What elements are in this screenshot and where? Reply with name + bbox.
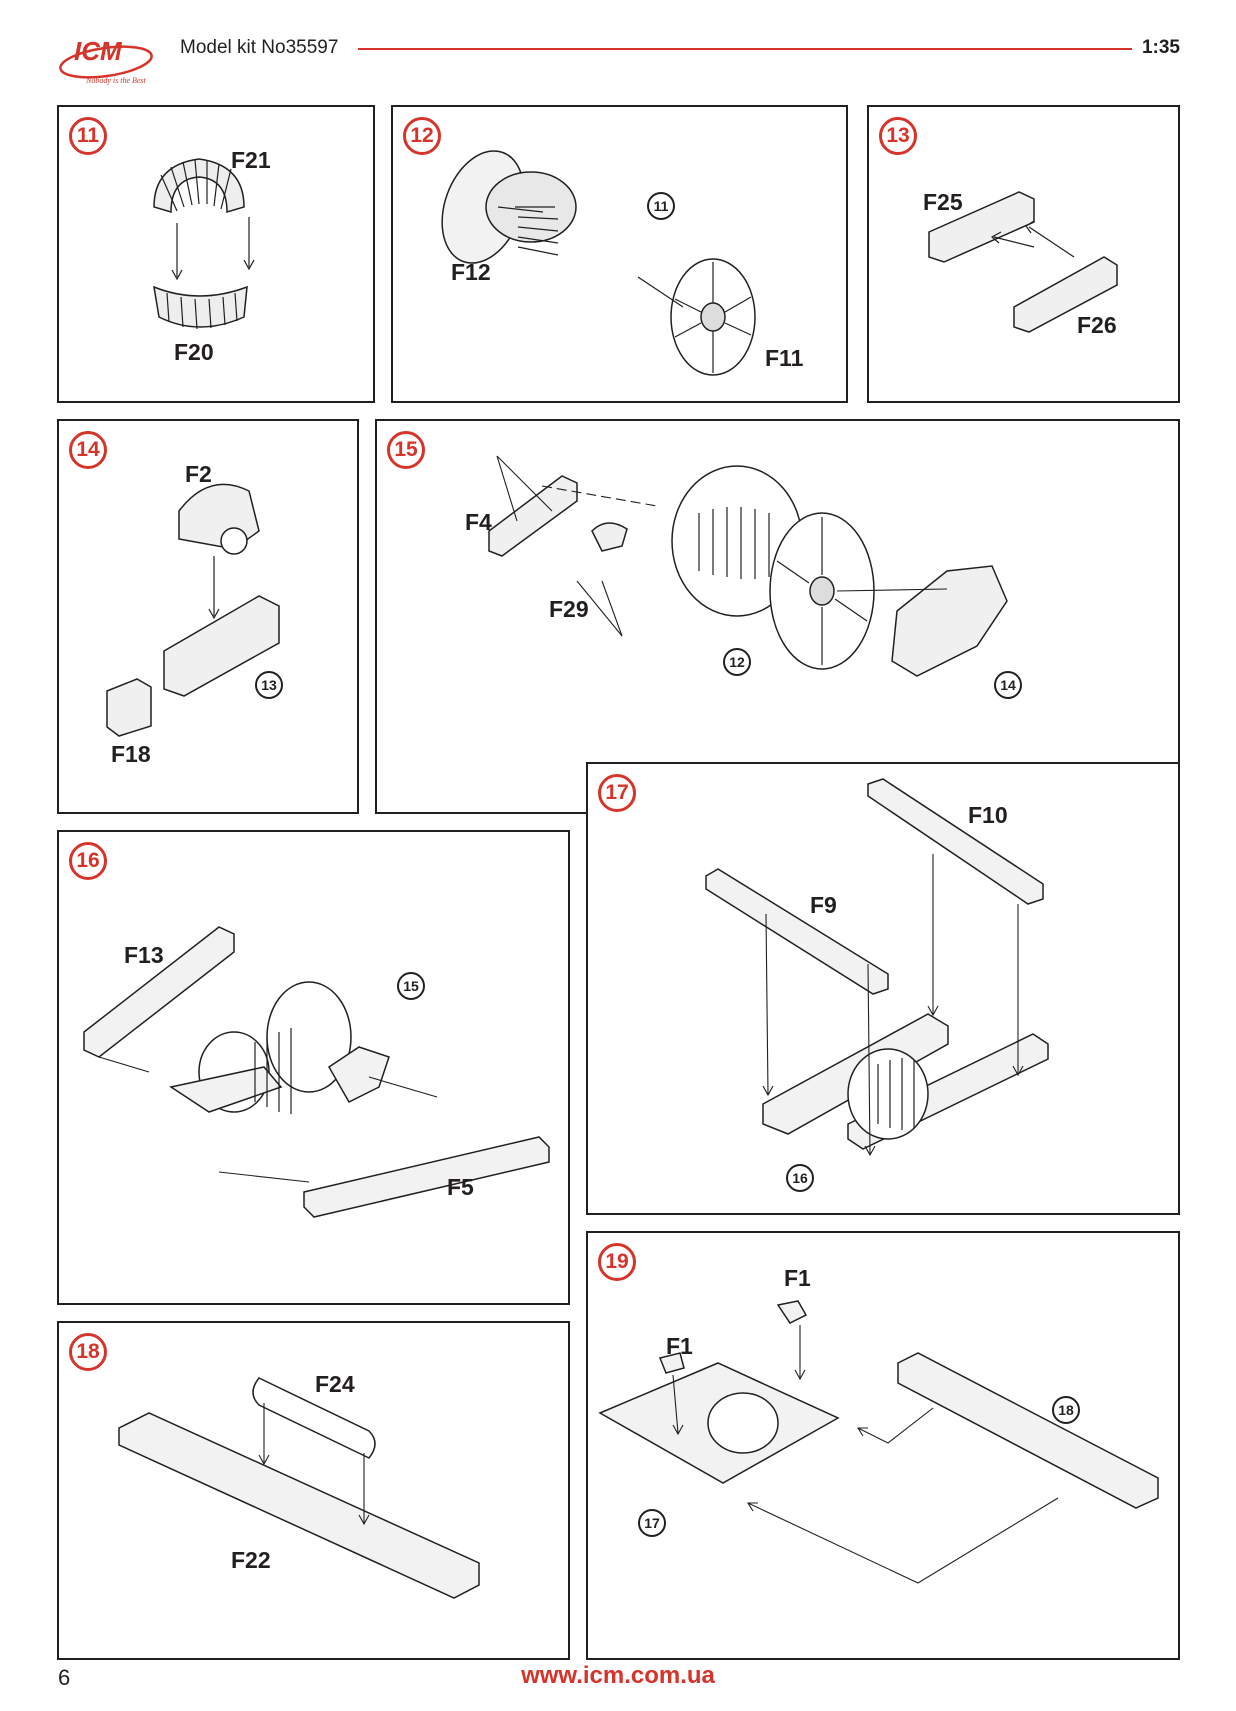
part-label: F10	[968, 802, 1008, 828]
part-label: F2	[185, 461, 212, 487]
part-label: F12	[451, 259, 491, 285]
logo-text: ICM	[74, 36, 123, 66]
step-11-panel: 11 F21 F20	[57, 105, 375, 403]
step-19-panel: 19 F1 F1 18 17	[586, 1231, 1180, 1660]
part-label: F11	[765, 345, 804, 371]
step-15-drawing	[488, 455, 1008, 677]
step-ref: 16	[786, 1164, 814, 1192]
header-rule	[358, 48, 1132, 50]
step-15-panel: 15 F4 F29 12 14	[375, 419, 1180, 814]
logo-tagline: Nobody is the Best	[85, 76, 147, 85]
step-number: 13	[879, 117, 917, 155]
step-number: 14	[69, 431, 107, 469]
step-ref: 13	[255, 671, 283, 699]
step-11-drawing	[153, 158, 255, 330]
part-label: F1	[666, 1333, 693, 1359]
step-18-panel: 18 F24 F22	[57, 1321, 570, 1660]
step-ref: 11	[647, 192, 675, 220]
step-16-drawing	[83, 926, 550, 1218]
step-ref: 17	[638, 1509, 666, 1537]
part-label: F5	[447, 1174, 474, 1200]
step-12-drawing	[441, 150, 756, 376]
step-ref: 14	[994, 671, 1022, 699]
icm-logo: ICM Nobody is the Best	[56, 28, 160, 90]
step-number: 11	[69, 117, 107, 155]
step-14-drawing	[106, 483, 280, 737]
part-label: F26	[1077, 312, 1117, 338]
website-link[interactable]: www.icm.com.ua	[521, 1662, 715, 1689]
step-16-panel: 16 F13 F5 15	[57, 830, 570, 1305]
step-number: 17	[598, 774, 636, 812]
step-19-drawing	[598, 1300, 1159, 1584]
part-label: F29	[549, 596, 589, 622]
part-label: F21	[231, 147, 271, 173]
kit-title: Model kit No35597	[180, 37, 339, 58]
step-17-drawing	[705, 778, 1049, 1157]
step-number: 19	[598, 1243, 636, 1281]
step-ref: 12	[723, 648, 751, 676]
part-label: F4	[465, 509, 492, 535]
step-number: 12	[403, 117, 441, 155]
part-label: F18	[111, 741, 151, 767]
step-14-panel: 14 F2 F18 13	[57, 419, 359, 814]
part-label: F20	[174, 339, 214, 365]
part-label: F25	[923, 189, 963, 215]
page-number: 6	[58, 1665, 71, 1690]
part-label: F13	[124, 942, 164, 968]
step-number: 16	[69, 842, 107, 880]
part-label: F22	[231, 1547, 271, 1573]
step-13-drawing	[928, 191, 1118, 333]
step-ref: 15	[397, 972, 425, 1000]
step-18-drawing	[118, 1377, 480, 1599]
step-number: 18	[69, 1333, 107, 1371]
step-ref: 18	[1052, 1396, 1080, 1424]
part-label: F24	[315, 1371, 355, 1397]
step-17-panel: 17 F10 F9 16	[586, 762, 1180, 1215]
step-number: 15	[387, 431, 425, 469]
step-12-panel: 12 F12 F11 11	[391, 105, 848, 403]
part-label: F1	[784, 1265, 811, 1291]
part-label: F9	[810, 892, 837, 918]
step-13-panel: 13 F25 F26	[867, 105, 1180, 403]
scale-label: 1:35	[1141, 37, 1180, 58]
